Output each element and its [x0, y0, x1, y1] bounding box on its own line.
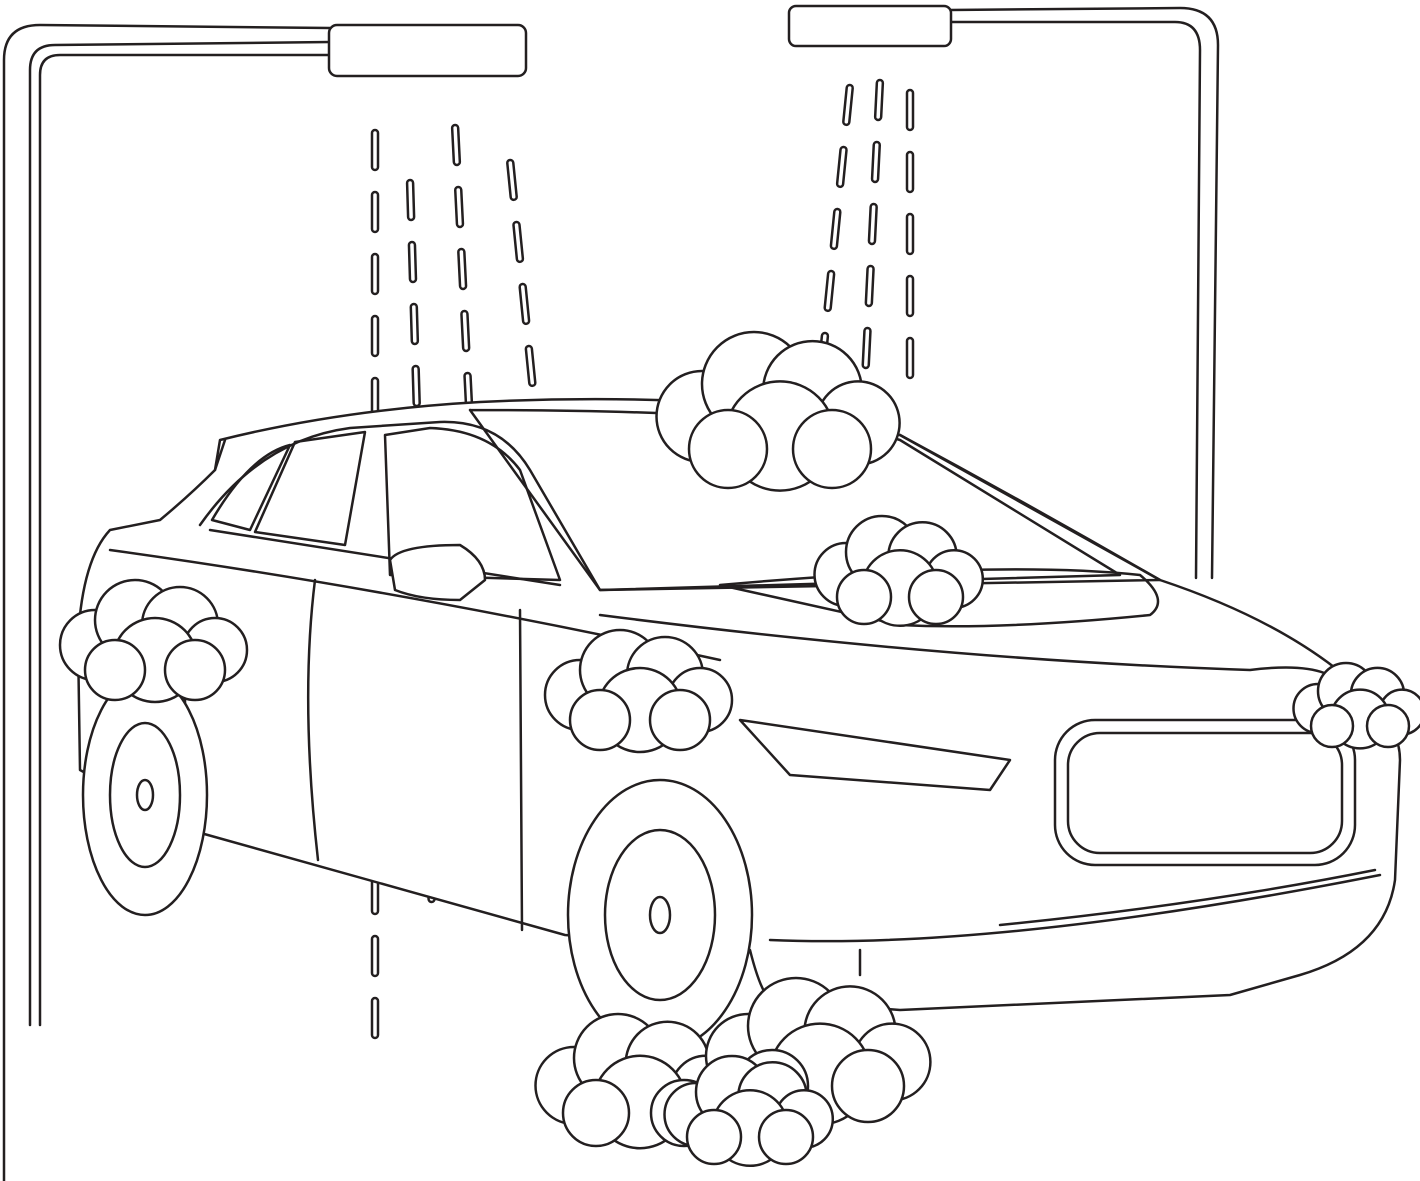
water-streak [460, 309, 471, 353]
water-streak [370, 190, 380, 234]
foam-bubble [687, 408, 769, 490]
water-streak [823, 269, 836, 313]
foam-bubble [568, 688, 632, 752]
water-streak [370, 252, 380, 296]
water-streak [407, 240, 418, 284]
water-streak [370, 934, 380, 978]
foam-bubble [757, 1108, 815, 1166]
foam-bubble [561, 1078, 631, 1148]
rear-wheel-hub [135, 778, 155, 812]
water-streak [905, 212, 915, 256]
grille [1053, 718, 1357, 867]
foam-cloud [663, 1054, 835, 1168]
water-streak [411, 364, 421, 408]
water-streak [870, 140, 882, 184]
water-streak [905, 336, 915, 380]
foam-cloud [58, 578, 249, 704]
water-streak [524, 344, 537, 388]
water-streak [864, 264, 875, 308]
foam-bubble [648, 688, 712, 752]
left-pipe [2, 23, 332, 1181]
water-streak [835, 145, 848, 189]
rear-wheel-tire [81, 673, 209, 917]
rear-wheel-rim [108, 721, 182, 869]
side-mirror [388, 543, 487, 602]
front-bumper [768, 868, 1382, 977]
car-roof-window-line [198, 420, 1162, 592]
foam-bubble [685, 1108, 743, 1166]
grille-inner [1066, 731, 1344, 855]
soap-foam [58, 330, 1420, 1168]
foam-bubble [830, 1048, 906, 1124]
water-streak [506, 158, 518, 202]
water-streak [409, 302, 420, 346]
water-streak [453, 185, 465, 229]
water-streak [370, 128, 380, 172]
water-streak [370, 996, 380, 1040]
foam-bubble [83, 638, 147, 702]
water-streak [450, 123, 462, 167]
water-streak [370, 314, 380, 358]
water-streak [867, 202, 878, 246]
foam-bubble [907, 568, 965, 626]
right-pipe [948, 6, 1220, 580]
left-spray-nozzle [327, 23, 528, 78]
foam-cloud [1292, 661, 1420, 750]
water-streak [842, 83, 854, 127]
headlight [738, 718, 1012, 792]
right-spray-nozzle [787, 4, 953, 48]
foam-bubble [1365, 703, 1411, 749]
water-streak [905, 274, 915, 318]
foam-bubble [835, 568, 893, 626]
foam-cloud [813, 514, 985, 628]
foam-bubble [791, 408, 873, 490]
water-streak [512, 220, 525, 264]
foam-cloud [543, 628, 734, 754]
water-streak [829, 207, 842, 251]
water-streak [873, 78, 885, 122]
water-streak [905, 150, 915, 194]
car [76, 397, 1402, 1052]
front-wheel-rim [603, 828, 717, 1002]
wash-frame [2, 4, 1220, 1181]
water-streak [518, 282, 531, 326]
foam-cloud [655, 330, 901, 492]
water-streak [905, 88, 915, 132]
foam-bubble [1309, 703, 1355, 749]
front-wheel-hub [648, 895, 672, 935]
front-wheel-tire [566, 778, 754, 1052]
foam-bubble [163, 638, 227, 702]
water-streak [405, 178, 416, 222]
water-streak [861, 326, 872, 370]
water-streak [457, 247, 468, 291]
